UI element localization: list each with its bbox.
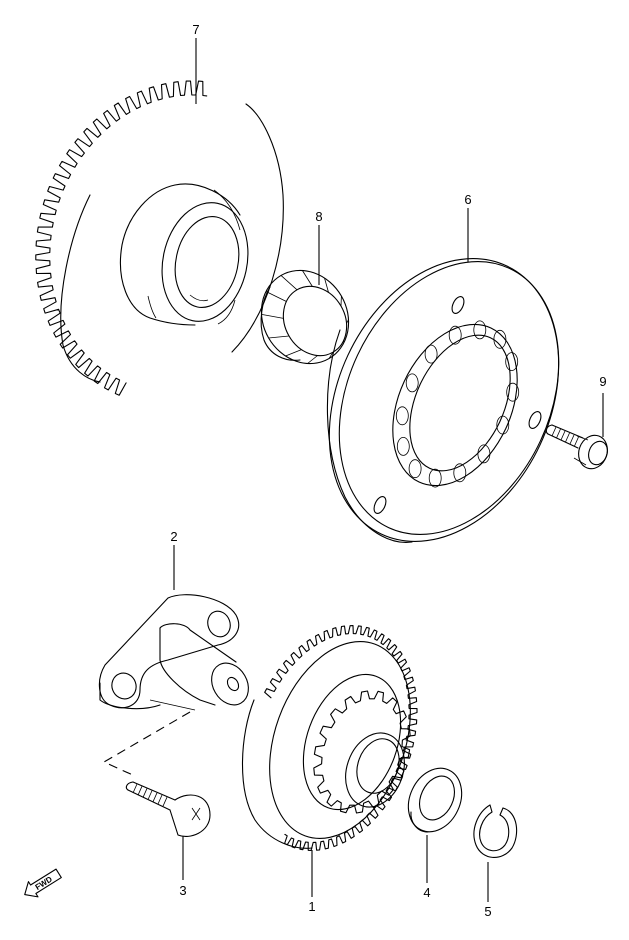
fwd-arrow-icon: FWD: [24, 868, 62, 898]
callout-4: 4: [423, 885, 430, 900]
callout-leaders: [173, 38, 604, 902]
callout-9: 9: [599, 374, 606, 389]
part-9-bolt[interactable]: [545, 424, 612, 473]
callout-2: 2: [170, 529, 177, 544]
part-3-screw[interactable]: [125, 781, 211, 837]
callout-8: 8: [315, 209, 322, 224]
part-1-starter-idle-gear[interactable]: [241, 622, 435, 858]
part-7-starter-driven-gear[interactable]: [35, 80, 284, 396]
callout-1: 1: [308, 899, 315, 914]
part-2-idle-gear-shaft[interactable]: [98, 594, 255, 712]
callout-5: 5: [484, 904, 491, 919]
callout-7: 7: [192, 22, 199, 37]
assembly-dashed-line: [102, 711, 191, 777]
fwd-label: FWD: [34, 874, 54, 891]
part-5-circlip[interactable]: [473, 804, 518, 858]
callout-3: 3: [179, 883, 186, 898]
part-6-starter-clutch[interactable]: [285, 221, 602, 579]
part-8-needle-bearing[interactable]: [245, 254, 366, 379]
callout-6: 6: [464, 192, 471, 207]
part-4-washer[interactable]: [398, 760, 471, 841]
